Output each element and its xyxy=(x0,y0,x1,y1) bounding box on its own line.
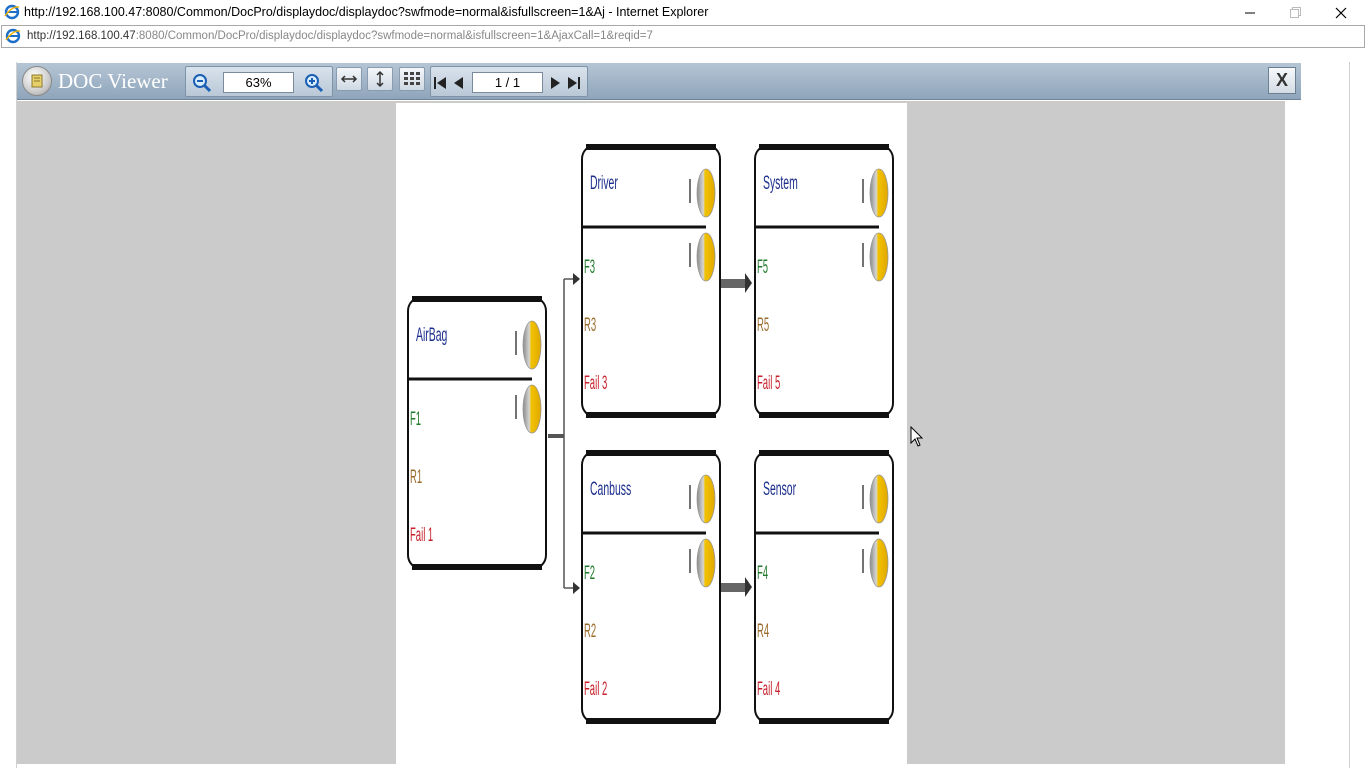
node-state: Fail 3 xyxy=(584,373,607,395)
close-window-button[interactable] xyxy=(1318,0,1364,25)
gauge-icon xyxy=(869,538,889,588)
gauge-icon xyxy=(696,168,716,218)
connector-airbag-tree xyxy=(548,278,578,589)
zoom-in-icon xyxy=(305,74,324,93)
node-title: Sensor xyxy=(763,479,796,500)
node-state: Fail 1 xyxy=(410,525,433,547)
address-bar[interactable]: http://192.168.100.47:8080/Common/DocPro… xyxy=(1,25,1365,48)
node-state: R3 xyxy=(584,315,596,337)
node-state: F2 xyxy=(584,563,595,585)
gauge-icon xyxy=(696,474,716,524)
fit-height-button[interactable] xyxy=(367,67,393,91)
node-bottom-bar xyxy=(586,412,716,418)
node-top-bar xyxy=(759,144,889,150)
close-viewer-button[interactable]: X xyxy=(1268,67,1296,94)
node-title: AirBag xyxy=(416,325,447,346)
connector-canbuss-sensor xyxy=(720,577,752,597)
node-state: Fail 5 xyxy=(757,373,780,395)
page-number-input[interactable] xyxy=(472,72,543,93)
gauge-icon xyxy=(522,320,542,370)
url-text: http://192.168.100.47:8080/Common/DocPro… xyxy=(27,30,653,42)
node-state: F4 xyxy=(757,563,768,585)
node-bottom-bar xyxy=(586,718,716,724)
last-page-button[interactable] xyxy=(565,71,583,95)
node-title: Driver xyxy=(590,173,618,194)
fit-width-icon xyxy=(340,75,358,83)
window-titlebar: http://192.168.100.47:8080/Common/DocPro… xyxy=(0,0,1366,25)
gauge-icon xyxy=(869,168,889,218)
first-page-button[interactable] xyxy=(431,71,449,95)
maximize-button[interactable] xyxy=(1272,0,1318,25)
grid-icon xyxy=(404,72,420,85)
gauge-icon xyxy=(869,474,889,524)
viewer-frame xyxy=(16,62,1350,768)
node-state: F3 xyxy=(584,257,595,279)
window-title: http://192.168.100.47:8080/Common/DocPro… xyxy=(24,5,709,19)
node-title: Canbuss xyxy=(590,479,631,500)
node-bottom-bar xyxy=(759,412,889,418)
viewer-title: DOC Viewer xyxy=(58,69,168,93)
node-state: F1 xyxy=(410,409,421,431)
gauge-icon xyxy=(696,538,716,588)
page-navigation-group xyxy=(430,66,588,97)
zoom-out-icon xyxy=(193,74,212,93)
node-state: R2 xyxy=(584,621,596,643)
node-state: F5 xyxy=(757,257,768,279)
zoom-out-button[interactable] xyxy=(189,71,215,95)
fit-width-button[interactable] xyxy=(336,67,362,91)
node-title: System xyxy=(763,173,798,194)
node-top-bar xyxy=(586,144,716,150)
previous-page-icon xyxy=(454,77,463,89)
next-page-icon xyxy=(551,77,560,89)
restore-icon xyxy=(1290,6,1301,18)
node-state: R5 xyxy=(757,315,769,337)
previous-page-button[interactable] xyxy=(449,71,467,95)
gauge-icon xyxy=(696,232,716,282)
gauge-icon xyxy=(869,232,889,282)
node-state: Fail 2 xyxy=(584,679,607,701)
node-top-bar xyxy=(759,450,889,456)
viewer-toolbar: DOC Viewer xyxy=(17,63,1301,100)
node-top-bar xyxy=(412,296,542,302)
doc-viewer-logo xyxy=(22,66,52,96)
minimize-icon xyxy=(1245,12,1255,13)
next-page-button[interactable] xyxy=(547,71,565,95)
connector-driver-system xyxy=(720,273,752,293)
node-state: R4 xyxy=(757,621,769,643)
internet-explorer-icon xyxy=(4,4,20,20)
fit-height-icon xyxy=(376,70,384,88)
zoom-input[interactable] xyxy=(223,72,294,93)
thumbnail-grid-button[interactable] xyxy=(399,67,425,91)
connector-arrow-driver xyxy=(573,273,580,285)
close-icon xyxy=(1335,7,1347,18)
node-top-bar xyxy=(586,450,716,456)
minimize-button[interactable] xyxy=(1227,0,1273,25)
gauge-icon xyxy=(522,384,542,434)
page-icon xyxy=(5,28,21,44)
first-page-icon xyxy=(434,77,446,89)
document-icon xyxy=(31,74,43,88)
url-path: :8080/Common/DocPro/displaydoc/displaydo… xyxy=(135,30,653,42)
node-bottom-bar xyxy=(412,564,542,570)
mouse-cursor-icon xyxy=(910,426,924,447)
connector-arrow-canbuss xyxy=(573,582,580,594)
zoom-group xyxy=(185,66,333,97)
node-state: R1 xyxy=(410,467,422,489)
zoom-in-button[interactable] xyxy=(301,71,327,95)
url-host: http://192.168.100.47 xyxy=(27,30,136,42)
node-state: Fail 4 xyxy=(757,679,780,701)
node-bottom-bar xyxy=(759,718,889,724)
last-page-icon xyxy=(568,77,580,89)
